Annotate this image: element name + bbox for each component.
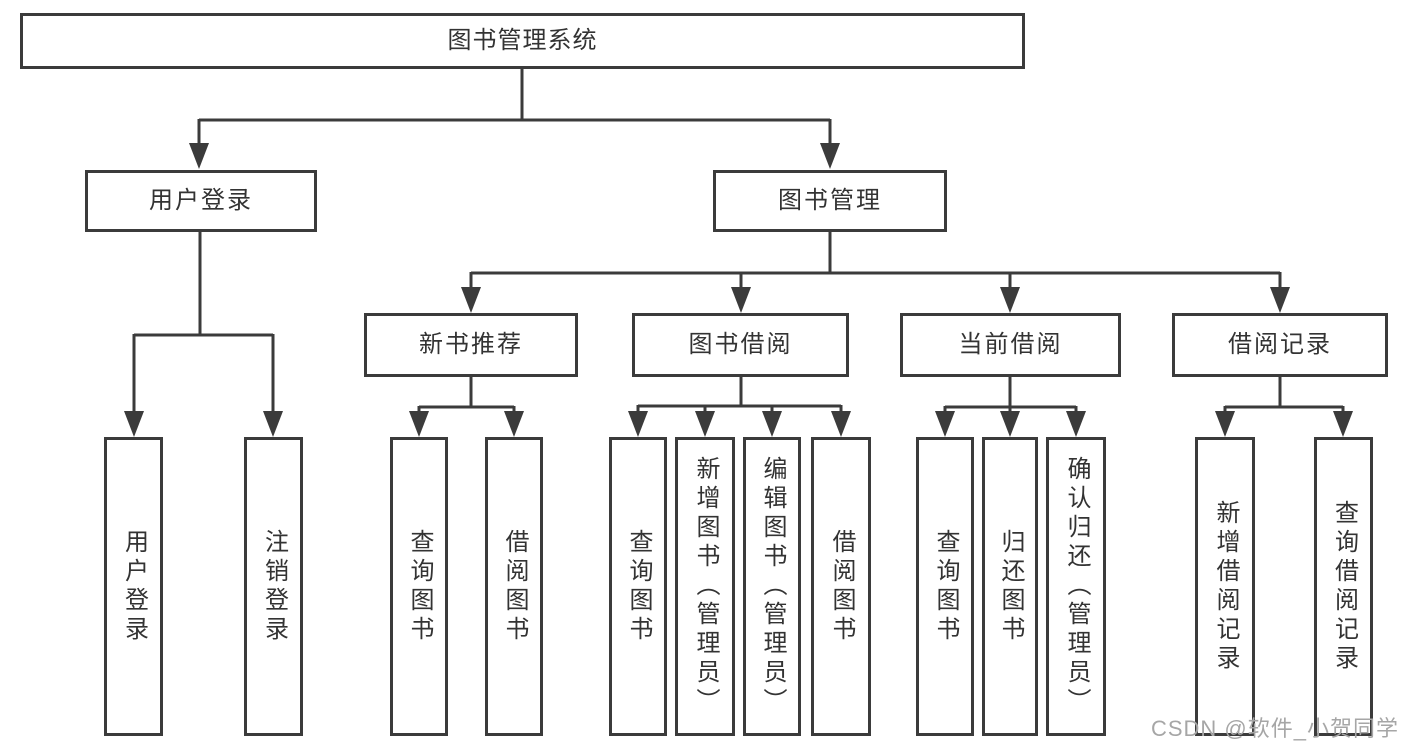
arrowhead-icon xyxy=(189,143,209,169)
node-label: 图书管理 xyxy=(778,186,882,214)
node-label: 图书管理系统 xyxy=(447,26,598,54)
leaf-borrow-books: 借阅图书 xyxy=(811,437,871,736)
leaf-add-borrow-record: 新增借阅记录 xyxy=(1195,437,1255,736)
arrowhead-icon xyxy=(1066,411,1086,437)
leaf-query-books-current: 查询图书 xyxy=(916,437,974,736)
node-new-book-recommend: 新书推荐 xyxy=(364,313,578,377)
node-label: 当前借阅 xyxy=(958,330,1063,358)
leaf-query-borrow-record: 查询借阅记录 xyxy=(1314,437,1373,736)
leaf-add-book-admin: 新增图书（管理员） xyxy=(675,437,735,736)
arrowhead-icon xyxy=(1000,411,1020,437)
arrowhead-icon xyxy=(731,287,751,313)
arrowhead-icon xyxy=(935,411,955,437)
arrowhead-icon xyxy=(1215,411,1235,437)
leaf-query-books-borrow: 查询图书 xyxy=(609,437,667,736)
arrowhead-icon xyxy=(831,411,851,437)
node-label: 确认归还（管理员） xyxy=(1063,456,1090,717)
arrowhead-icon xyxy=(1333,411,1353,437)
connector-path xyxy=(132,69,1345,414)
arrowhead-icon xyxy=(409,411,429,437)
node-label: 借阅图书 xyxy=(501,528,528,645)
arrowhead-icon xyxy=(1270,287,1290,313)
node-current-borrow: 当前借阅 xyxy=(900,313,1121,377)
node-label: 编辑图书（管理员） xyxy=(759,456,786,717)
node-label: 查询图书 xyxy=(406,528,433,645)
node-label: 新书推荐 xyxy=(419,330,523,358)
arrowhead-icon xyxy=(263,411,283,437)
leaf-query-books-recommend: 查询图书 xyxy=(390,437,448,736)
leaf-logout: 注销登录 xyxy=(244,437,303,736)
arrowhead-icon xyxy=(820,143,840,169)
arrowhead-icon xyxy=(504,411,524,437)
arrowhead-icon xyxy=(124,411,144,437)
node-label: 借阅记录 xyxy=(1228,330,1332,358)
node-label: 注销登录 xyxy=(260,528,288,645)
node-book-borrow: 图书借阅 xyxy=(632,313,849,377)
arrowhead-icons xyxy=(124,143,1353,437)
arrowhead-icon xyxy=(762,411,782,437)
node-user-login: 用户登录 xyxy=(85,170,317,232)
node-label: 借阅图书 xyxy=(828,528,855,645)
node-label: 用户登录 xyxy=(149,186,253,214)
node-root: 图书管理系统 xyxy=(20,13,1025,69)
node-label: 新增图书（管理员） xyxy=(692,456,719,717)
node-label: 查询图书 xyxy=(625,528,652,645)
arrowhead-icon xyxy=(628,411,648,437)
node-label: 查询图书 xyxy=(932,528,959,645)
node-label: 新增借阅记录 xyxy=(1212,499,1239,674)
node-book-management: 图书管理 xyxy=(713,170,947,232)
node-label: 查询借阅记录 xyxy=(1330,499,1358,674)
node-label: 归还图书 xyxy=(997,528,1024,645)
leaf-confirm-return-admin: 确认归还（管理员） xyxy=(1046,437,1106,736)
node-label: 用户登录 xyxy=(120,528,148,645)
arrowhead-icon xyxy=(1000,287,1020,313)
watermark: CSDN @软件_小贺同学 xyxy=(1150,716,1399,741)
leaf-user-login: 用户登录 xyxy=(104,437,163,736)
arrowhead-icon xyxy=(461,287,481,313)
leaf-edit-book-admin: 编辑图书（管理员） xyxy=(743,437,801,736)
node-borrow-records: 借阅记录 xyxy=(1172,313,1388,377)
arrowhead-icon xyxy=(695,411,715,437)
leaf-return-books: 归还图书 xyxy=(982,437,1038,736)
leaf-borrow-books-recommend: 借阅图书 xyxy=(485,437,543,736)
node-label: 图书借阅 xyxy=(688,330,793,358)
